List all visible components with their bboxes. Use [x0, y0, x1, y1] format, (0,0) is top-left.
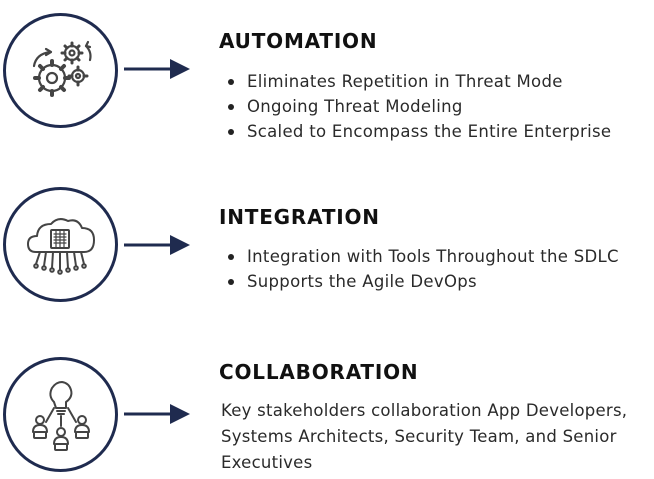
integration-arrow — [124, 235, 190, 255]
description-line: Executives — [221, 453, 313, 472]
list-item: Eliminates Repetition in Threat Mode — [228, 69, 611, 94]
team-idea-icon — [32, 381, 90, 451]
description-line: Key stakeholders collaboration App Devel… — [221, 401, 628, 420]
integration-bullet-list: Integration with Tools Throughout the SD… — [228, 244, 619, 294]
automation-icon-circle — [3, 13, 118, 128]
integration-title: INTEGRATION — [219, 205, 380, 229]
cloud-chip-icon — [27, 218, 95, 275]
collaboration-title: COLLABORATION — [219, 360, 419, 384]
list-item: Ongoing Threat Modeling — [228, 94, 611, 119]
integration-icon-circle — [3, 187, 118, 302]
list-item: Integration with Tools Throughout the SD… — [228, 244, 619, 269]
automation-arrow — [124, 59, 190, 79]
collaboration-arrow — [124, 404, 190, 424]
gears-icon — [32, 40, 92, 97]
list-item: Supports the Agile DevOps — [228, 269, 619, 294]
list-item: Scaled to Encompass the Entire Enterpris… — [228, 119, 611, 144]
collaboration-icon-circle — [3, 357, 118, 472]
automation-title: AUTOMATION — [219, 29, 378, 53]
collaboration-description: Key stakeholders collaboration App Devel… — [221, 398, 653, 476]
automation-bullet-list: Eliminates Repetition in Threat Mode Ong… — [228, 69, 611, 144]
description-line: Systems Architects, Security Team, and S… — [221, 427, 617, 446]
